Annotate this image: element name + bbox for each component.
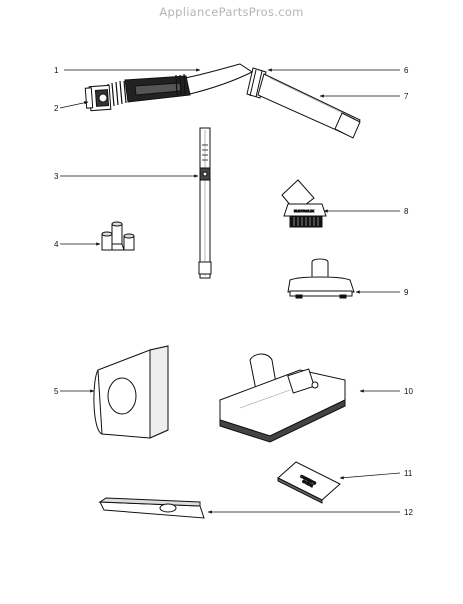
- hose-assembly: [84, 63, 361, 139]
- adapter-set: [101, 221, 135, 251]
- callout-7: 7: [404, 92, 409, 101]
- callout-numbers: 1 2 3 4 5 6 7 8 9 10 11 12: [54, 66, 413, 517]
- watermark: AppliancePartsPros.com: [159, 5, 304, 19]
- callout-10: 10: [404, 387, 413, 396]
- callout-9: 9: [404, 288, 409, 297]
- brush-label: ELECTROLUX: [294, 209, 314, 213]
- owners-guide-booklet: OWNER'S GUIDE: [277, 461, 341, 504]
- callout-6: 6: [404, 66, 409, 75]
- callout-1: 1: [54, 66, 59, 75]
- callout-11: 11: [404, 469, 413, 478]
- upholstery-nozzle: [287, 258, 355, 299]
- dusting-brush: ELECTROLUX: [281, 179, 327, 228]
- callout-4: 4: [54, 240, 59, 249]
- dust-bag: [93, 345, 169, 439]
- crevice-tool: [98, 497, 205, 519]
- callout-8: 8: [404, 207, 409, 216]
- swivel-connector: [84, 84, 112, 112]
- extension-wand: [198, 127, 212, 279]
- leader-lines: [59, 68, 401, 514]
- callout-3: 3: [54, 172, 59, 181]
- callout-2: 2: [54, 104, 59, 113]
- floor-nozzle: [219, 353, 346, 443]
- guide-title-line2: GUIDE: [302, 479, 314, 488]
- callout-5: 5: [54, 387, 59, 396]
- callout-12: 12: [404, 508, 413, 517]
